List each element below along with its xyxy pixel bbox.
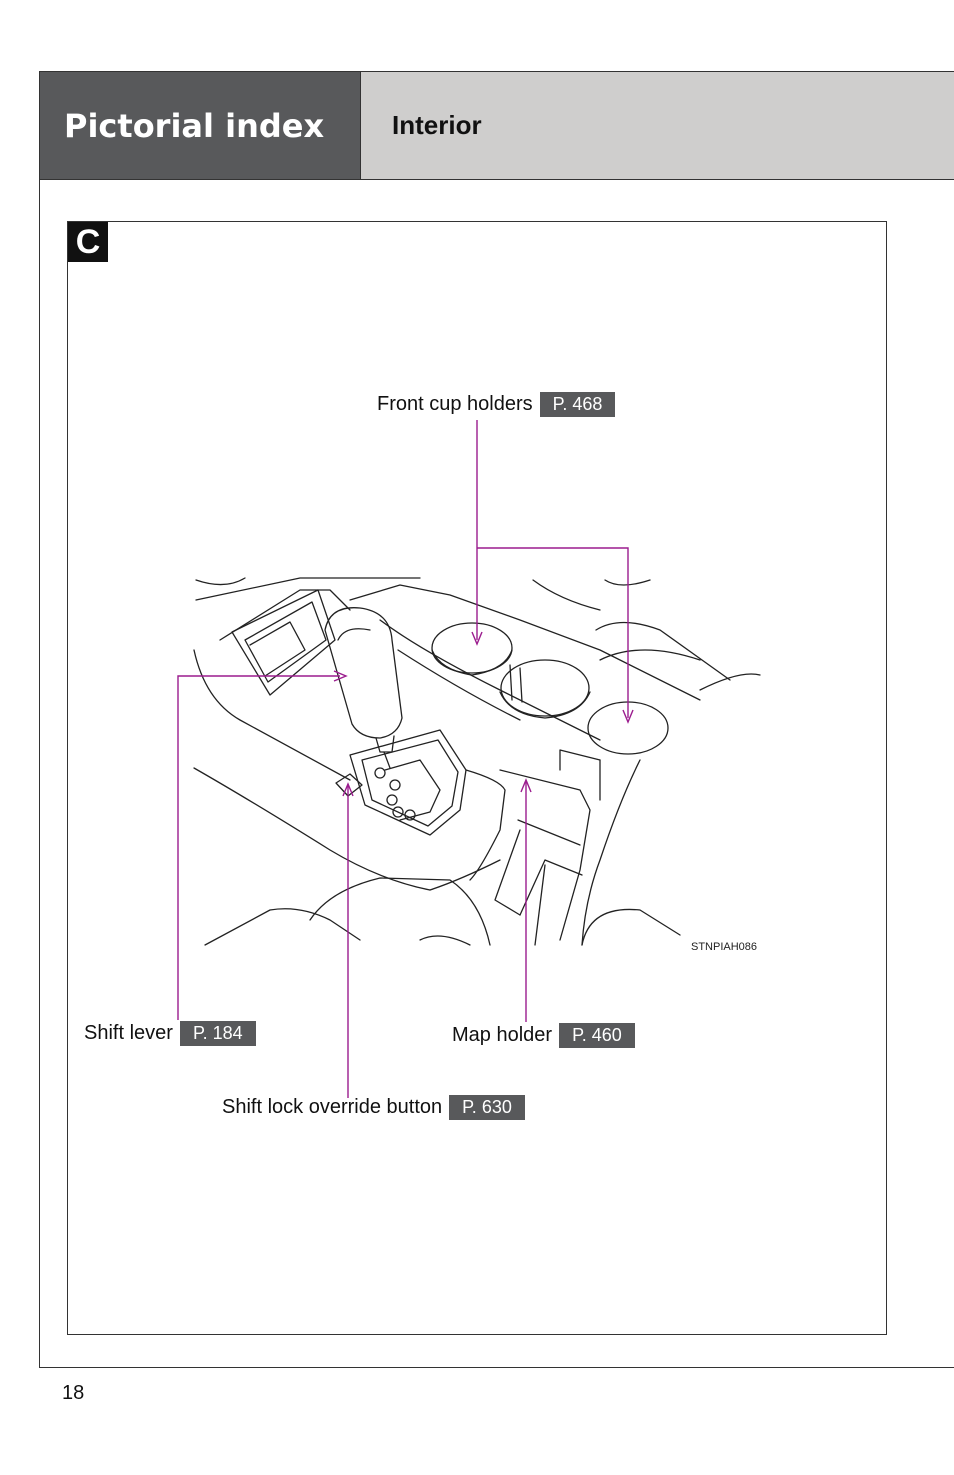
page-ref-badge: P. 630 bbox=[449, 1095, 525, 1120]
subsection-title: Interior bbox=[360, 72, 954, 180]
callout-label: Map holder bbox=[452, 1024, 553, 1046]
leader-lines bbox=[177, 420, 629, 1098]
page-ref-badge: P. 184 bbox=[179, 1021, 256, 1046]
leader-front-cup-holders-branch bbox=[477, 547, 629, 718]
page-ref-badge: P. 468 bbox=[539, 392, 616, 417]
callout-label: Shift lock override button bbox=[222, 1096, 443, 1118]
arrowhead-shift-lock bbox=[342, 782, 354, 797]
leader-shift-lever bbox=[177, 675, 340, 1020]
callout-map-holder: Map holder P. 460 bbox=[452, 1023, 635, 1048]
callout-front-cup-holders: Front cup holders P. 468 bbox=[377, 392, 616, 417]
leader-arrowheads bbox=[333, 631, 634, 797]
figure-badge: C bbox=[68, 222, 108, 262]
arrowhead-cup-1 bbox=[471, 631, 483, 646]
callout-label: Shift lever bbox=[84, 1022, 173, 1044]
figure-code: STNPIAH086 bbox=[691, 941, 758, 953]
section-title: Pictorial index bbox=[40, 72, 360, 180]
arrowhead-map-holder bbox=[520, 778, 532, 793]
page-frame bbox=[39, 71, 954, 1368]
page-number: 18 bbox=[62, 1382, 85, 1404]
figure-frame bbox=[67, 221, 887, 1335]
callout-shift-lever: Shift lever P. 184 bbox=[84, 1021, 256, 1046]
callout-shift-lock-override-button: Shift lock override button P. 630 bbox=[222, 1095, 525, 1120]
arrowhead-shift-lever bbox=[333, 670, 348, 682]
page-ref-badge: P. 460 bbox=[559, 1023, 635, 1048]
callout-label: Front cup holders bbox=[377, 393, 533, 415]
header-divider bbox=[40, 179, 360, 180]
arrowhead-cup-2 bbox=[622, 709, 634, 724]
